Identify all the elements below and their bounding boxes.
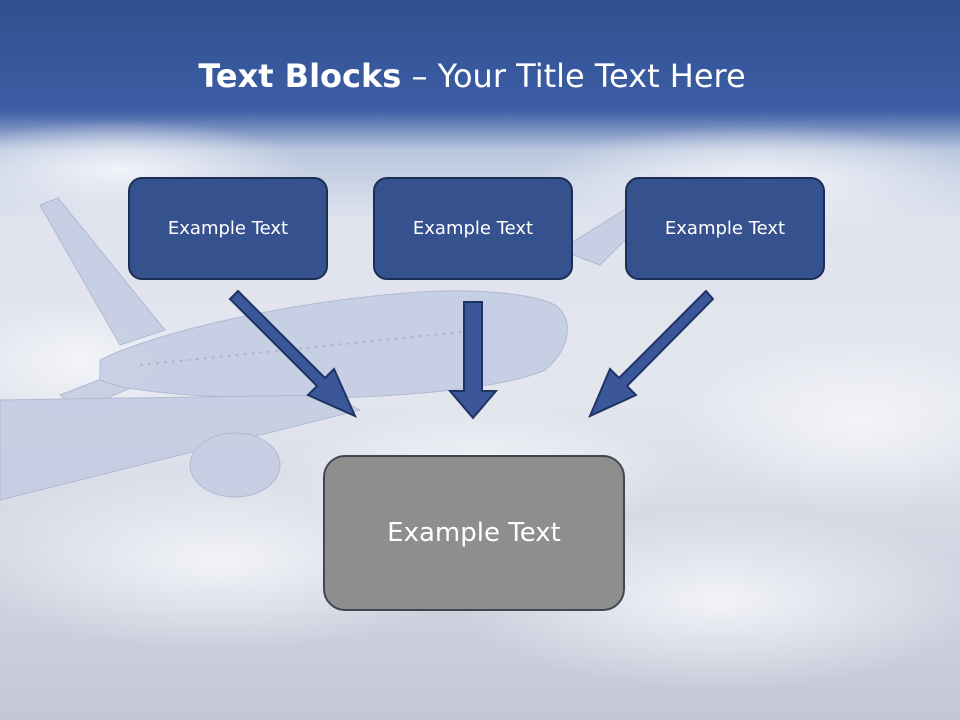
arrow-right-icon	[588, 289, 715, 418]
airplane-icon	[0, 197, 661, 501]
target-text-block[interactable]: Example Text	[323, 455, 625, 611]
text-block-3[interactable]: Example Text	[625, 177, 825, 280]
title-rest: Your Title Text Here	[437, 57, 746, 95]
arrow-left-icon	[228, 289, 357, 418]
title-bold: Text Blocks	[198, 57, 402, 95]
slide-title: Text Blocks – Your Title Text Here	[0, 52, 944, 100]
text-block-1[interactable]: Example Text	[128, 177, 328, 280]
arrow-down-icon	[447, 301, 499, 420]
title-dash: –	[401, 57, 438, 95]
text-block-2[interactable]: Example Text	[373, 177, 573, 280]
